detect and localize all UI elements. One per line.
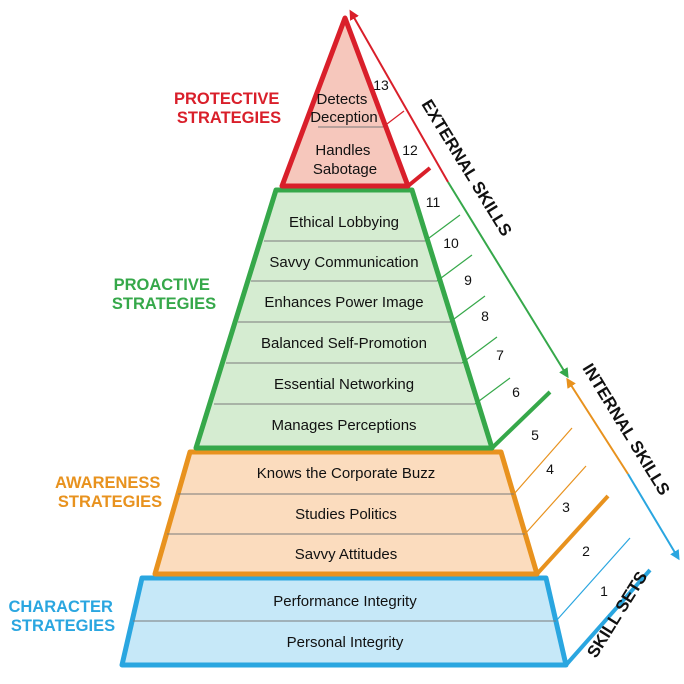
level-number-11: 11 <box>426 194 441 210</box>
level-number-9: 9 <box>464 272 472 288</box>
level-enhances-power-image: Enhances Power Image <box>264 294 423 311</box>
category-proactive: PROACTIVE STRATEGIES <box>112 276 216 313</box>
level-number-7: 7 <box>496 347 504 363</box>
level-manages-perceptions: Manages Perceptions <box>271 417 416 434</box>
level-number-2: 2 <box>582 543 590 559</box>
level-savvy-attitudes: Savvy Attitudes <box>295 546 398 563</box>
level-ethical-lobbying: Ethical Lobbying <box>289 214 399 231</box>
level-number-12: 12 <box>402 142 418 158</box>
external-arrow-top <box>349 9 449 183</box>
level-number-6: 6 <box>512 384 520 400</box>
external-arrow-bottom <box>447 181 569 379</box>
level-number-5: 5 <box>531 427 539 443</box>
internal-arrow-bottom <box>627 473 680 561</box>
level-balanced-self-promotion: Balanced Self-Promotion <box>261 335 427 352</box>
level-number-13: 13 <box>373 77 389 93</box>
level-detects-deception: Detects Deception <box>310 91 378 126</box>
protective-band <box>279 15 411 189</box>
level-essential-networking: Essential Networking <box>274 376 414 393</box>
external-skills-label: EXTERNAL SKILLS <box>418 96 516 239</box>
category-character: CHARACTER STRATEGIES <box>8 598 117 635</box>
internal-skills-label: INTERNAL SKILLS <box>579 360 674 499</box>
category-awareness: AWARENESS STRATEGIES <box>55 474 165 511</box>
category-protective: PROTECTIVE STRATEGIES <box>174 90 284 127</box>
level-number-3: 3 <box>562 499 570 515</box>
level-number-8: 8 <box>481 308 489 324</box>
level-number-4: 4 <box>546 461 554 477</box>
internal-arrow-top <box>566 377 629 475</box>
level-handles-sabotage: Handles Sabotage <box>313 142 377 178</box>
level-number-1: 1 <box>600 583 608 599</box>
level-personal-integrity: Personal Integrity <box>287 634 404 651</box>
level-savvy-communication: Savvy Communication <box>269 254 418 271</box>
level-knows-corporate-buzz: Knows the Corporate Buzz <box>257 465 435 482</box>
level-number-10: 10 <box>443 235 459 251</box>
level-performance-integrity: Performance Integrity <box>273 593 417 610</box>
skill-sets-label: SKILL SETS <box>583 568 651 661</box>
level-studies-politics: Studies Politics <box>295 506 397 523</box>
